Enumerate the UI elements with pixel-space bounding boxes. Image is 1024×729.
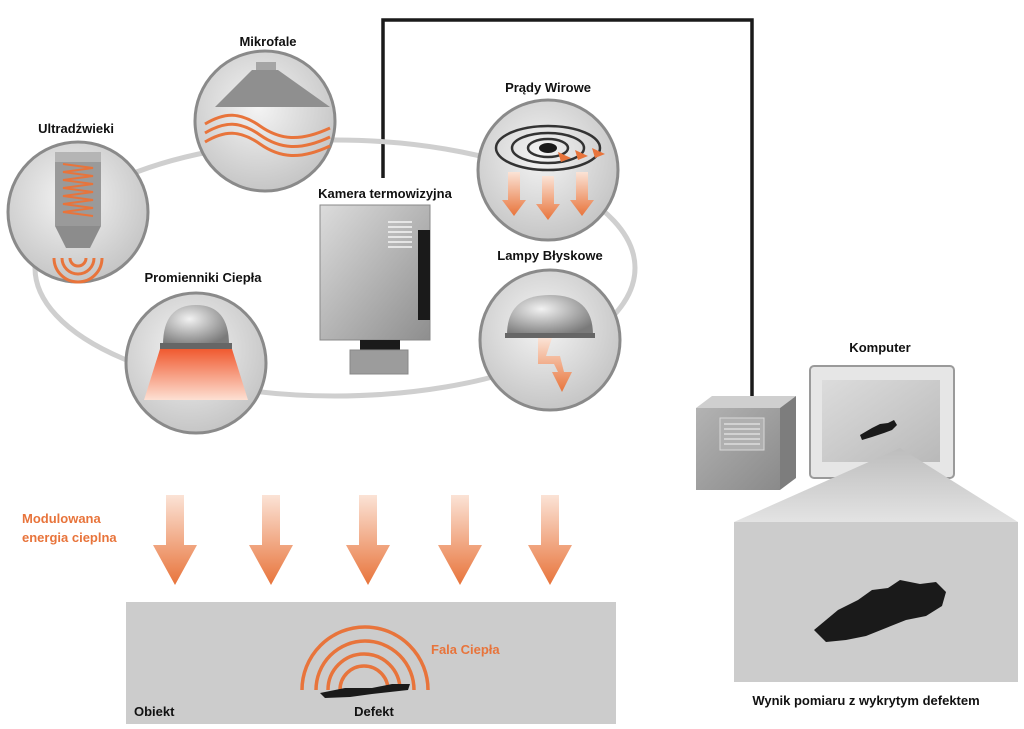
label-microwaves: Mikrofale (239, 34, 297, 49)
label-defect: Defekt (354, 704, 394, 719)
data-cable (381, 18, 754, 400)
thermal-camera (319, 204, 431, 375)
label-object: Obiekt (134, 704, 175, 719)
computer-tower (696, 396, 796, 490)
result-defect-shape (814, 580, 946, 642)
result-panel (734, 522, 1018, 682)
microwaves-source (193, 49, 337, 193)
ultrasound-source (6, 140, 150, 284)
camera-vents (388, 221, 412, 248)
label-heat-wave: Fala Ciepła (431, 642, 500, 657)
energy-arrows (153, 495, 572, 585)
label-flash-lamps: Lampy Błyskowe (497, 248, 603, 263)
eddy-currents-source (476, 98, 620, 242)
flash-lamps-source (478, 268, 622, 412)
label-heat-radiators: Promienniki Ciepła (144, 270, 262, 285)
label-thermal-camera: Kamera termowizyjna (318, 186, 452, 201)
monitor-defect-thumb (860, 420, 897, 440)
label-result: Wynik pomiaru z wykrytym defektem (752, 693, 980, 708)
label-modulated-energy-line1: Modulowana (22, 511, 101, 526)
label-modulated-energy-line2: energia cieplna (22, 530, 117, 545)
label-computer: Komputer (849, 340, 911, 355)
label-eddy-currents: Prądy Wirowe (505, 80, 591, 95)
zoom-funnel (734, 448, 1018, 522)
label-ultrasound: Ultradźwieki (38, 121, 114, 136)
defect-shape (320, 684, 410, 698)
heat-radiators-source (124, 291, 268, 435)
object-block (126, 602, 616, 724)
